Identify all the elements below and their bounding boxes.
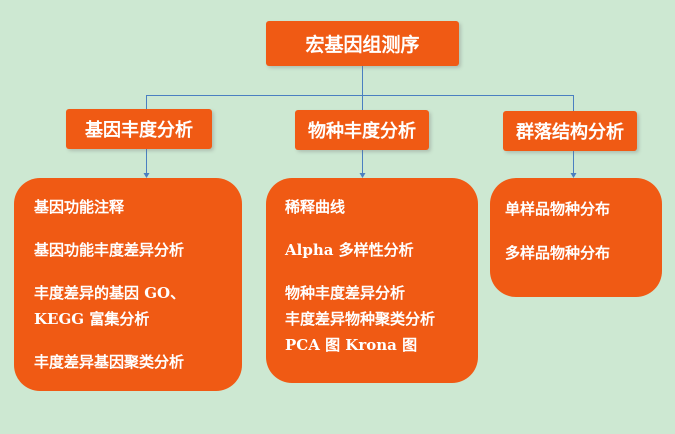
- list-item: 物种丰度差异分析: [285, 284, 406, 302]
- branch-node-label: 基因丰度分析: [85, 120, 193, 141]
- arrow-head-3: [570, 173, 577, 178]
- list-item: 基因功能丰度差异分析: [34, 241, 185, 259]
- list-item: 基因功能注释: [34, 198, 125, 216]
- panel-gene-abundance: 基因功能注释 基因功能丰度差异分析 丰度差异的基因 GO、 KEGG 富集分析 …: [14, 178, 242, 391]
- branch-node-label: 群落结构分析: [516, 122, 624, 143]
- list-item: Alpha 多样性分析: [285, 241, 414, 259]
- list-item: 丰度差异的基因 GO、: [34, 284, 186, 302]
- branch-node-species-abundance: 物种丰度分析: [295, 110, 429, 150]
- branch-node-community-structure: 群落结构分析: [503, 111, 637, 151]
- list-item: 丰度差异基因聚类分析: [34, 353, 185, 371]
- root-node: 宏基因组测序: [266, 21, 459, 66]
- list-item: 单样品物种分布: [505, 200, 611, 218]
- panel-community-structure: 单样品物种分布 多样品物种分布: [490, 178, 662, 297]
- branch-node-label: 物种丰度分析: [308, 121, 416, 142]
- list-item: KEGG 富集分析: [34, 310, 150, 328]
- arrow-head-1: [143, 173, 150, 178]
- root-node-label: 宏基因组测序: [305, 34, 420, 56]
- list-item: 多样品物种分布: [505, 244, 611, 262]
- branch-node-gene-abundance: 基因丰度分析: [66, 109, 212, 149]
- arrow-head-2: [359, 173, 366, 178]
- panel-species-abundance: 稀释曲线 Alpha 多样性分析 物种丰度差异分析 丰度差异物种聚类分析 PCA…: [266, 178, 478, 383]
- list-item: 稀释曲线: [285, 198, 346, 216]
- list-item: PCA 图 Krona 图: [285, 336, 418, 354]
- list-item: 丰度差异物种聚类分析: [285, 310, 436, 328]
